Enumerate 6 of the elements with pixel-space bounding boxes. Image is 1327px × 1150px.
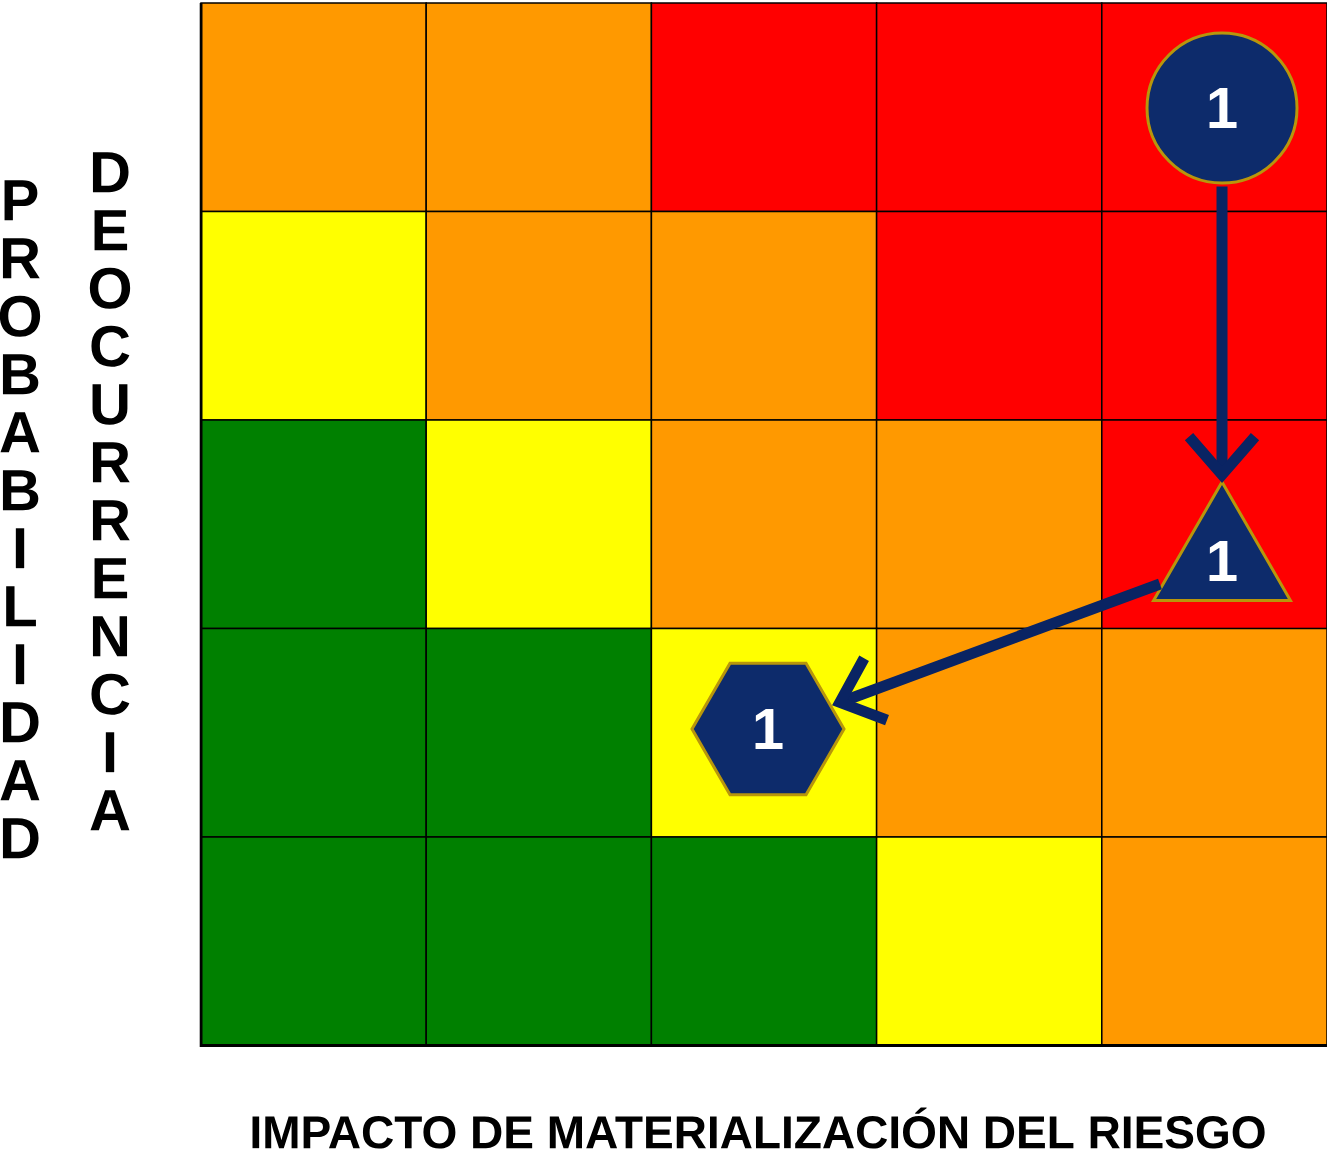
marker-hexagon: 1 xyxy=(690,661,846,797)
arrow xyxy=(1184,186,1260,483)
vertical-axis-label: PROBABILIDAD xyxy=(0,180,41,859)
vertical-axis-label: DE OCURRENCIA xyxy=(89,152,131,831)
arrow xyxy=(832,578,1162,726)
horizontal-axis-label: IMPACTO DE MATERIALIZACIÓN DEL RIESGO xyxy=(252,1107,1265,1149)
